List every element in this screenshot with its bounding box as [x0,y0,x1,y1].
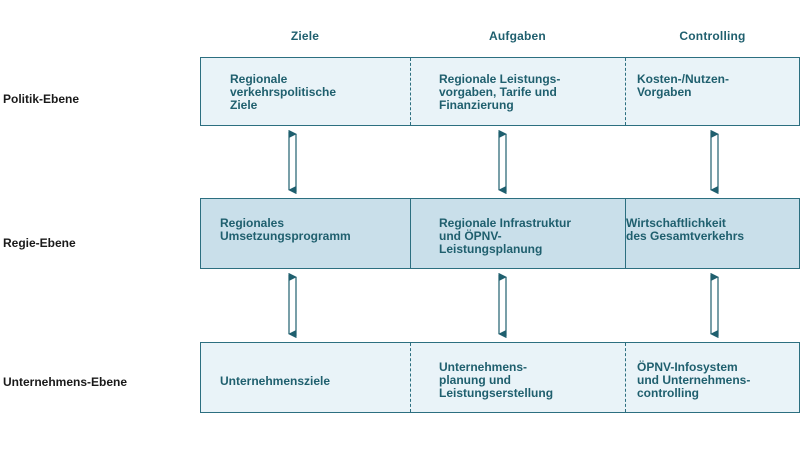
cell-text: Regionales Umsetzungsprogramm [220,216,351,243]
cell-text: ÖPNV-Infosystem und Unternehmens- contro… [637,360,751,400]
cell-politik-ziele: Regionale verkehrspolitische Ziele [201,58,411,125]
cell-unternehmen-aufgaben: Unternehmens- planung und Leistungserste… [411,343,626,412]
column-header-ziele: Ziele [290,29,320,43]
cell-unternehmen-ziele: Unternehmensziele [201,343,411,412]
cell-regie-ziele: Regionales Umsetzungsprogramm [201,199,411,268]
column-header-aufgaben: Aufgaben [489,29,546,43]
band-regie: Regionales Umsetzungsprogramm Regionale … [200,198,800,269]
column-divider [410,199,411,268]
row-label-politik: Politik-Ebene [3,92,80,106]
arrow-pair-politik-regie-aufgaben [498,129,507,195]
arrow-pair-politik-regie-ziele [288,129,297,195]
row-label-regie: Regie-Ebene [3,236,76,250]
cell-text: Regionale verkehrspolitische Ziele [230,72,337,112]
column-header-controlling: Controlling [679,29,746,43]
row-label-unternehmen: Unternehmens-Ebene [3,375,128,389]
cell-text: Kosten-/Nutzen- Vorgaben [637,72,729,99]
cell-text: Wirtschaftlichkeit des Gesamtverkehrs [626,216,745,243]
arrow-pair-regie-unternehmen-aufgaben [498,272,507,339]
cell-text: Regionale Infrastruktur und ÖPNV- Leistu… [439,216,572,256]
column-divider [410,343,411,412]
arrow-pair-regie-unternehmen-controlling [710,272,719,339]
arrow-pair-regie-unternehmen-ziele [288,272,297,339]
arrow-pair-politik-regie-controlling [710,129,719,195]
cell-text: Regionale Leistungs- vorgaben, Tarife un… [439,72,561,112]
cell-politik-aufgaben: Regionale Leistungs- vorgaben, Tarife un… [411,58,626,125]
band-politik: Regionale verkehrspolitische Ziele Regio… [200,57,800,126]
band-unternehmen: Unternehmensziele Unternehmens- planung … [200,342,800,413]
column-divider [410,58,411,125]
column-divider [625,199,626,268]
column-divider [625,343,626,412]
cell-text: Unternehmens- planung und Leistungserste… [439,360,554,400]
cell-politik-controlling: Kosten-/Nutzen- Vorgaben [626,58,800,125]
cell-unternehmen-controlling: ÖPNV-Infosystem und Unternehmens- contro… [626,343,800,412]
cell-text: Unternehmensziele [220,374,331,388]
cell-regie-aufgaben: Regionale Infrastruktur und ÖPNV- Leistu… [411,199,626,268]
column-divider [625,58,626,125]
cell-regie-controlling: Wirtschaftlichkeit des Gesamtverkehrs [626,199,800,268]
